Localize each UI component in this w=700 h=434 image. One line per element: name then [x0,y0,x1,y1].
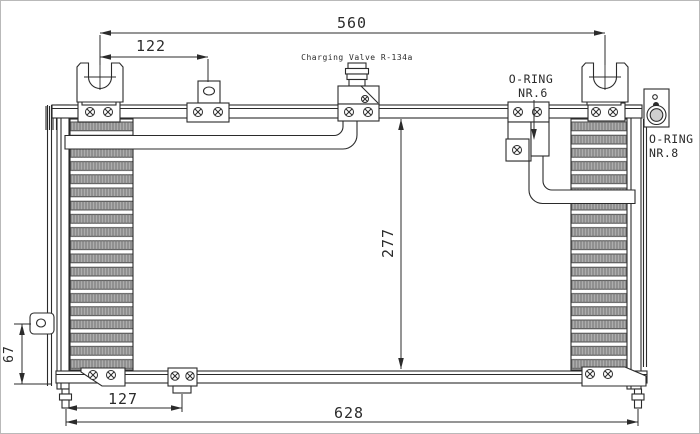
oring6-bracket [505,101,550,162]
arrow-right-icon [594,30,605,36]
screw-icon [532,107,542,117]
annotations: 560 122 277 67 127 628 Charging Valve R-… [2,14,694,422]
charging-valve-pipe [64,117,358,150]
left-nipple [58,388,73,409]
receiver-pipe [528,155,636,205]
right-header-tank [626,104,642,390]
arrow-left-icon [100,54,111,60]
left-fin-core [69,118,134,371]
screw-icon [85,107,95,117]
oring6-label-line1: O-RING [509,72,554,86]
arrow-right-icon [171,405,182,411]
arrow-right-icon [197,54,208,60]
screw-icon [608,107,618,117]
arrow-down-icon [531,129,537,140]
left-side-tab [29,312,55,335]
top-tab-bracket [186,80,230,123]
screw-icon [361,95,369,103]
dimension-560 [99,30,606,65]
arrow-up-icon [398,119,404,130]
screw-icon [106,370,116,380]
arrow-right-icon [627,419,638,425]
charging-valve-label: Charging Valve R-134a [301,53,413,62]
screw-icon [603,369,613,379]
dim-top-overall-width: 560 [337,14,367,32]
screw-icon [512,145,522,155]
dim-side-tab-height: 67 [2,345,17,363]
screw-icon [591,107,601,117]
arrow-down-icon [398,358,404,369]
arrow-left-icon [100,30,111,36]
dimension-127 [66,394,183,412]
left-side-plate [46,105,53,386]
screw-icon [344,107,354,117]
left-u-bracket [76,62,124,106]
screw-icon [170,371,180,381]
arrow-down-icon [19,373,25,384]
oring6-label-line2: NR.6 [518,86,548,100]
oring8-label-line2: NR.8 [649,146,679,160]
screw-icon [88,370,98,380]
dim-core-height: 277 [379,228,397,258]
condenser-body [29,62,670,409]
dimension-628 [65,409,639,426]
bottom-bracket-right [581,366,647,387]
dim-top-left-offset: 122 [136,37,166,55]
dimension-lines [14,30,639,426]
right-fin-core [570,118,629,371]
right-side-plate [642,119,648,367]
oring6-leader-arrow [531,100,537,140]
arrow-up-icon [19,324,25,335]
dimension-122 [100,54,209,82]
screw-icon [513,107,523,117]
dimension-67 [14,323,51,385]
screws [85,95,618,381]
screw-icon [213,107,223,117]
screw-icon [185,371,195,381]
screw-icon [103,107,113,117]
arrow-left-icon [66,405,77,411]
oring8-label-line1: O-RING [649,132,694,146]
screw-icon [585,369,595,379]
bottom-bar [55,370,648,384]
right-nipple [631,388,645,409]
oring8-fitting-block [643,88,670,128]
dim-bottom-left-offset: 127 [108,390,138,408]
bottom-bracket-mid [167,367,198,394]
screw-icon [363,107,373,117]
arrow-left-icon [66,419,77,425]
screw-icon [193,107,203,117]
right-u-bracket [581,62,629,106]
dim-bottom-overall-width: 628 [334,404,364,422]
dimension-277 [398,119,404,369]
